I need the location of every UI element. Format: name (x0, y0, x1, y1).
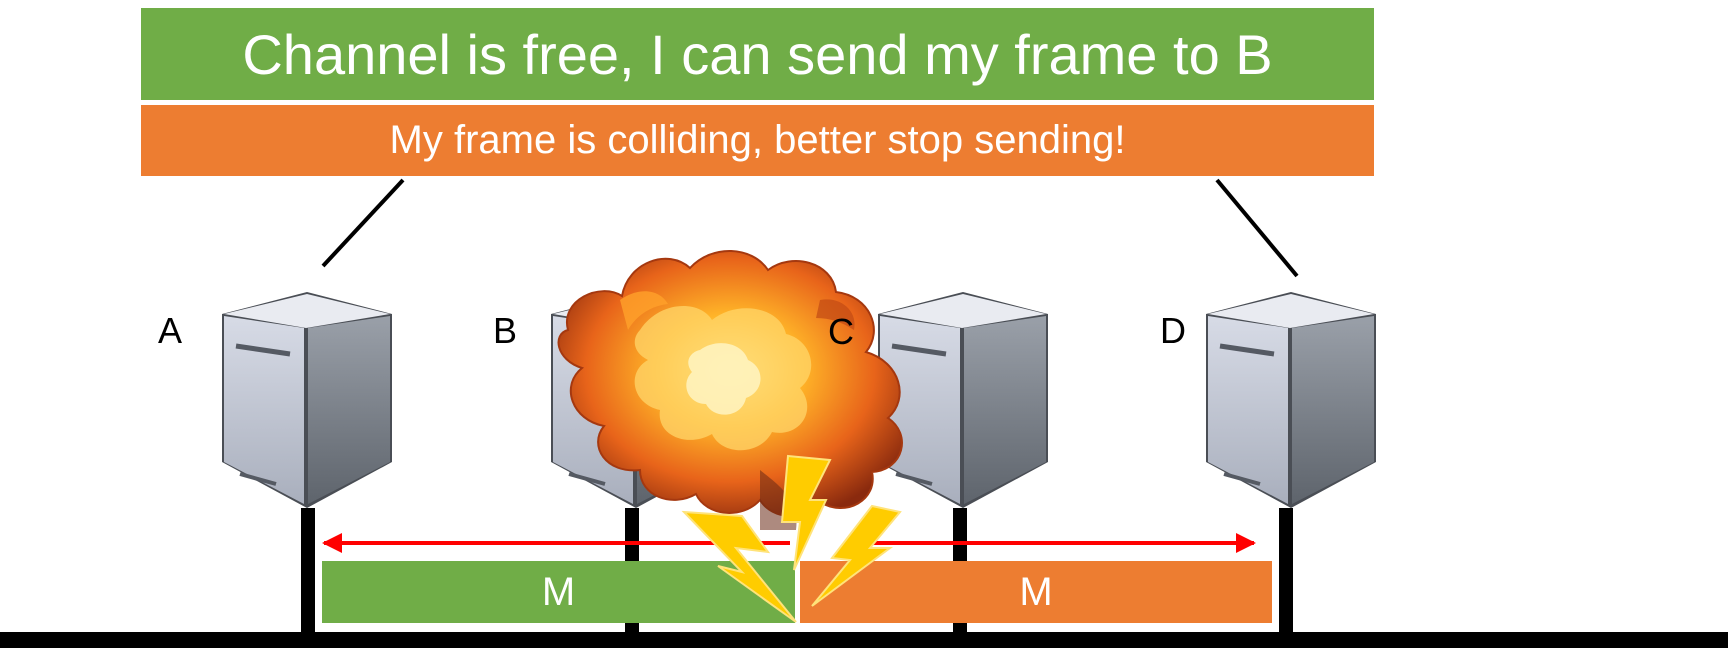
server-icon (878, 292, 1048, 508)
frame-from-d: M (800, 561, 1272, 623)
speech-line-d (1215, 178, 1299, 278)
station-label-a: A (158, 310, 183, 351)
frame-from-a: M (322, 561, 795, 623)
bus-line (0, 632, 1728, 648)
station-label-b: B (493, 310, 518, 351)
speech-line-a (321, 178, 405, 268)
server-icon (222, 292, 392, 508)
lightning-icon (681, 510, 797, 623)
station-label-d: D (1160, 310, 1186, 351)
explosion-icon (557, 250, 903, 530)
tap-a (301, 508, 315, 638)
frame-label: M (1019, 569, 1053, 614)
collision-text: My frame is colliding, better stop sendi… (389, 118, 1126, 162)
channel-free-text: Channel is free, I can send my frame to … (242, 22, 1273, 86)
tap-d (1279, 508, 1293, 638)
lightning-icon (811, 504, 902, 607)
collision-banner: My frame is colliding, better stop sendi… (141, 105, 1374, 176)
lightning-icon (780, 454, 832, 571)
frame-label: M (541, 569, 576, 614)
station-label-c: C (828, 311, 854, 352)
server-icon (1206, 292, 1376, 508)
channel-free-banner: Channel is free, I can send my frame to … (141, 8, 1374, 100)
